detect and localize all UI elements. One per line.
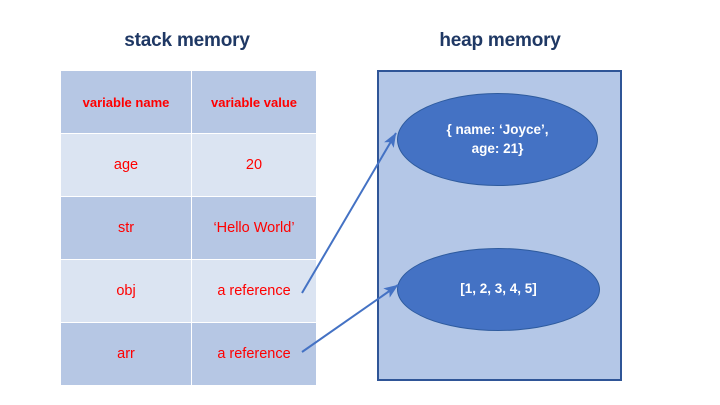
column-header-variable-name: variable name (60, 70, 192, 134)
table-row: obj a reference (60, 259, 317, 323)
stack-memory-table: variable name variable value age 20 str … (60, 70, 317, 386)
stack-memory-title: stack memory (124, 30, 250, 51)
table-row: str ‘Hello World’ (60, 196, 317, 260)
cell-variable-name-age: age (60, 133, 192, 197)
cell-variable-value-age: 20 (191, 133, 317, 197)
heap-memory-title: heap memory (439, 30, 561, 51)
heap-array-ellipse: [1, 2, 3, 4, 5] (397, 248, 600, 331)
table-row: arr a reference (60, 322, 317, 386)
cell-variable-value-obj: a reference (191, 259, 317, 323)
column-header-variable-value: variable value (191, 70, 317, 134)
table-header-row: variable name variable value (60, 70, 317, 134)
heap-object-ellipse: { name: ‘Joyce’, age: 21} (397, 93, 598, 186)
cell-variable-value-arr: a reference (191, 322, 317, 386)
cell-variable-name-obj: obj (60, 259, 192, 323)
cell-variable-name-str: str (60, 196, 192, 260)
table-row: age 20 (60, 133, 317, 197)
cell-variable-value-str: ‘Hello World’ (191, 196, 317, 260)
cell-variable-name-arr: arr (60, 322, 192, 386)
